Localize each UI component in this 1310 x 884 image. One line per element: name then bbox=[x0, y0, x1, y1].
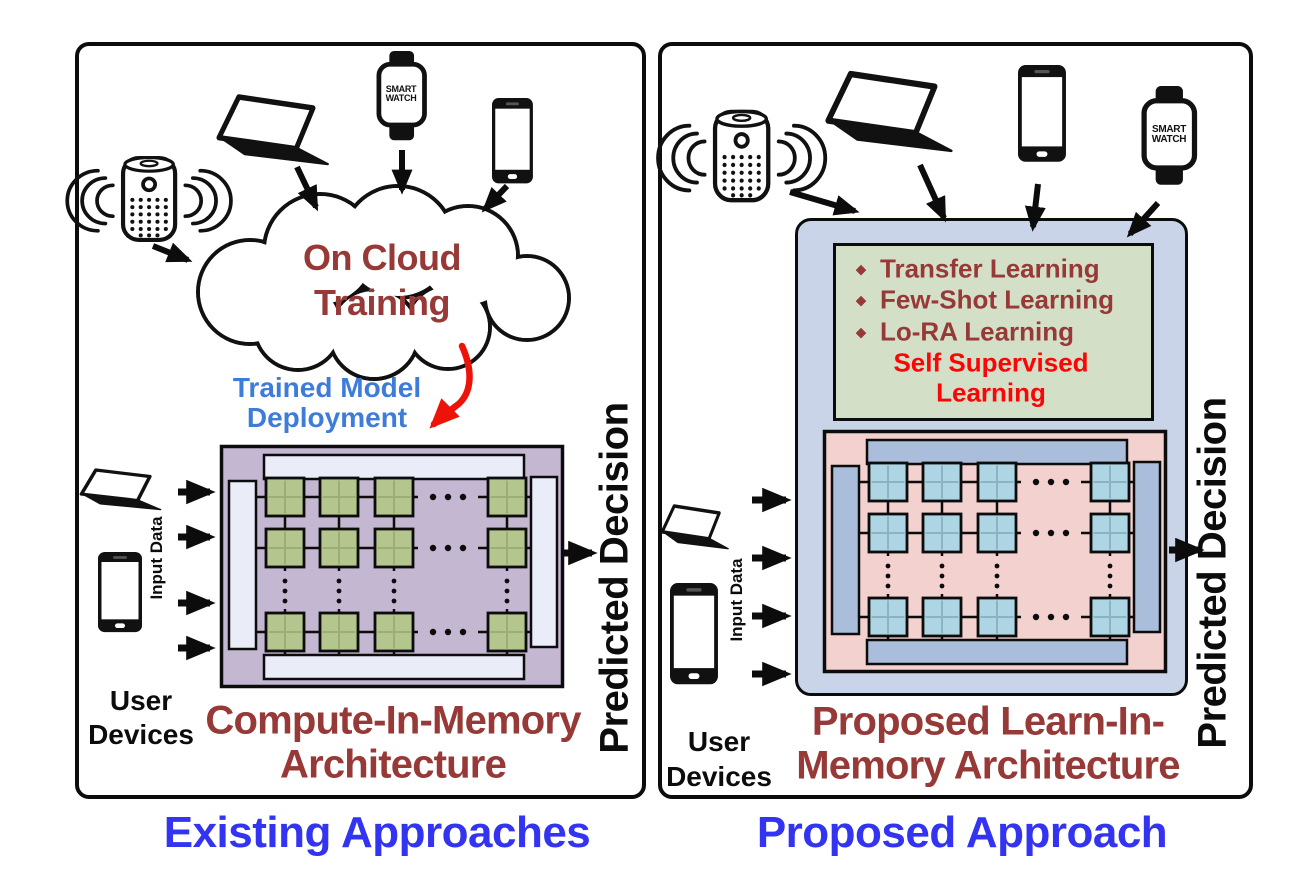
arrow-speaker-to-cloud bbox=[151, 242, 193, 263]
deploy-label-line2: Deployment bbox=[246, 402, 408, 433]
arrow-speaker-to-box bbox=[789, 189, 860, 216]
user-devices-label-line1: User bbox=[687, 726, 751, 757]
smart-speaker-icon bbox=[67, 158, 231, 240]
predicted-decision-label: Predicted Decision bbox=[1190, 397, 1235, 749]
method-label: Lo-RA Learning bbox=[880, 316, 1075, 347]
user-devices-label-line1: User bbox=[109, 685, 173, 716]
method-label: Few-Shot Learning bbox=[880, 284, 1114, 315]
learning-methods-box bbox=[833, 243, 1154, 421]
cim-caption-line2: Architecture bbox=[279, 742, 507, 787]
smartwatch-label: SMART bbox=[1152, 124, 1186, 135]
smartphone-icon bbox=[670, 583, 718, 685]
deploy-label-line1: Trained Model bbox=[232, 372, 422, 403]
smartphone-icon bbox=[492, 98, 533, 184]
method-item: ◆ Few-Shot Learning bbox=[856, 285, 1114, 316]
user-devices-label-line2: Devices bbox=[666, 761, 772, 792]
cloud-title-line1: On Cloud bbox=[303, 237, 461, 278]
ssl-label-line1: Self Supervised bbox=[893, 347, 1089, 378]
laptop-icon bbox=[219, 97, 328, 164]
predicted-decision-label: Predicted Decision bbox=[592, 402, 637, 754]
input-data-label: Input Data bbox=[147, 516, 166, 600]
arrow-laptop-to-cloud bbox=[294, 165, 319, 212]
user-devices-label-line2: Devices bbox=[88, 719, 194, 750]
laptop-icon bbox=[828, 74, 951, 151]
smartphone-icon bbox=[98, 552, 142, 633]
cloud-title-line2: Training bbox=[313, 282, 451, 323]
laptop-icon bbox=[79, 468, 163, 512]
arrow-laptop-to-box bbox=[917, 163, 947, 223]
method-item: ◆ Lo-RA Learning bbox=[856, 317, 1074, 348]
smart-speaker-icon bbox=[658, 112, 825, 201]
bullet-icon: ◆ bbox=[856, 261, 866, 277]
method-label: Transfer Learning bbox=[880, 253, 1100, 284]
method-item: ◆ Transfer Learning bbox=[856, 254, 1100, 285]
arrow-phone-to-cloud bbox=[481, 183, 510, 213]
smartphone-icon bbox=[1018, 65, 1066, 162]
smartwatch-label: WATCH bbox=[1152, 134, 1186, 145]
smartwatch-label: WATCH bbox=[386, 93, 417, 103]
input-data-label: Input Data bbox=[727, 558, 746, 642]
cim-caption-line1: Compute-In-Memory bbox=[205, 698, 581, 743]
laptop-icon bbox=[660, 504, 730, 551]
arrow-watch-to-box bbox=[1126, 200, 1161, 238]
lim-crossbar-diagram bbox=[822, 429, 1168, 674]
deployment-arrow bbox=[429, 342, 473, 429]
bullet-icon: ◆ bbox=[856, 324, 866, 340]
cim-crossbar-diagram bbox=[219, 444, 565, 689]
lim-caption-line1: Proposed Learn-In- bbox=[811, 699, 1165, 744]
existing-approaches-title: Existing Approaches bbox=[163, 808, 591, 857]
smartwatch-label: SMART bbox=[386, 84, 417, 94]
cloud-shape bbox=[196, 184, 571, 381]
proposed-approach-title: Proposed Approach bbox=[756, 808, 1168, 857]
lim-caption-line2: Memory Architecture bbox=[796, 743, 1180, 788]
ssl-label-line2: Learning bbox=[936, 377, 1046, 408]
bullet-icon: ◆ bbox=[856, 292, 866, 308]
arrow-phone-to-box bbox=[1024, 183, 1046, 232]
